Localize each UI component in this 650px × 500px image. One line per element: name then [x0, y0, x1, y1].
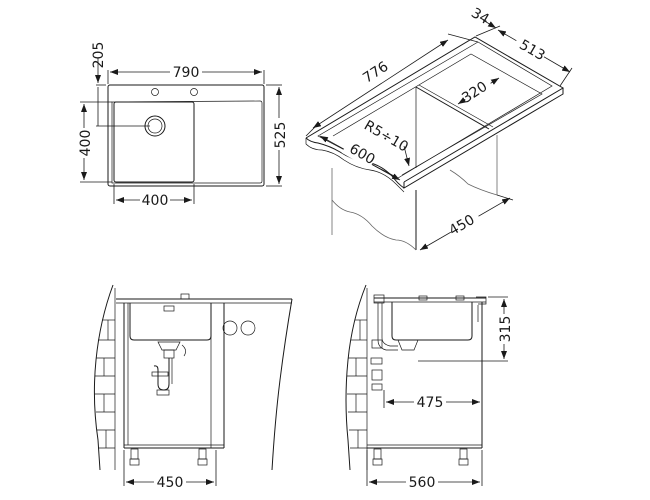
- dim-front-cabinet-width: 450: [157, 475, 184, 491]
- dim-drain-offset: 475: [417, 395, 444, 411]
- dim-bowl-depth: 400: [78, 130, 94, 157]
- dim-bowl-height: 315: [498, 316, 514, 343]
- dim-overall-depth: 525: [273, 122, 289, 149]
- dim-overall-width: 790: [173, 65, 200, 81]
- dim-bowl-width: 400: [142, 193, 169, 209]
- dim-cabinet-depth: 560: [409, 475, 436, 491]
- dim-rim: 34: [468, 5, 492, 28]
- tap-hole-icon: [190, 88, 198, 96]
- front-view: 450: [93, 284, 293, 491]
- dim-tap-offset: 205: [91, 42, 107, 69]
- tap-hole-icon: [240, 320, 256, 336]
- tap-hole-icon: [151, 88, 159, 96]
- tap-hole-icon: [222, 320, 238, 336]
- overflow-icon: [163, 305, 175, 312]
- drainer-outline: [111, 100, 263, 184]
- isometric-view: 776 34 513 320 R5÷10 600 450: [305, 5, 573, 251]
- wall-edge: [93, 284, 114, 471]
- sink-outline: [107, 84, 265, 187]
- bowl-outline: [113, 101, 195, 183]
- side-bowl: [391, 302, 473, 341]
- front-bowl: [129, 303, 212, 341]
- top-view: 790 525 205 400 400: [76, 42, 289, 209]
- side-view: 315 475 560: [345, 284, 514, 491]
